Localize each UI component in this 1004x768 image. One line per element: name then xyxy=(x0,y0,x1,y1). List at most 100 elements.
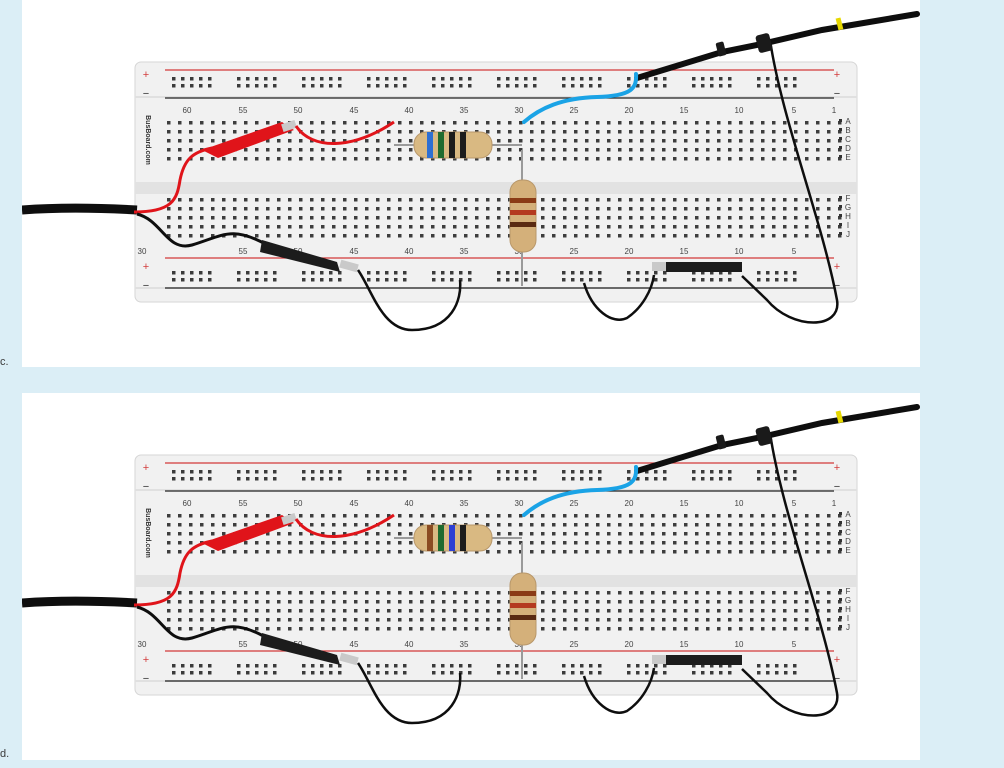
rail-hole xyxy=(329,77,333,81)
breadboard-hole xyxy=(761,225,765,229)
circuit-panel-top: +−+−+−+−60555045403530252015105130555045… xyxy=(22,0,920,367)
rail-hole xyxy=(338,477,342,481)
breadboard-hole xyxy=(376,550,380,554)
row-letter: A xyxy=(845,117,851,126)
breadboard-hole xyxy=(717,121,721,125)
column-number: 15 xyxy=(680,247,689,256)
breadboard-hole xyxy=(211,532,215,536)
breadboard-hole xyxy=(761,600,765,604)
rail-hole xyxy=(506,77,510,81)
column-number: 20 xyxy=(625,640,634,649)
rail-hole xyxy=(524,477,528,481)
breadboard-hole xyxy=(365,216,369,220)
breadboard-hole xyxy=(673,121,677,125)
black-lead xyxy=(136,212,268,248)
resistor-band xyxy=(510,210,536,215)
rail-hole xyxy=(255,671,259,675)
breadboard-hole xyxy=(651,148,655,152)
rail-hole xyxy=(273,470,277,474)
breadboard-hole xyxy=(332,198,336,202)
rail-plus-sign: + xyxy=(143,462,149,474)
rail-minus-sign: − xyxy=(834,280,840,292)
breadboard-hole xyxy=(585,225,589,229)
breadboard-hole xyxy=(321,148,325,152)
breadboard-hole xyxy=(684,234,688,238)
rail-hole xyxy=(394,278,398,282)
breadboard-hole xyxy=(299,216,303,220)
rail-hole xyxy=(506,664,510,668)
breadboard-hole xyxy=(662,609,666,613)
breadboard-hole xyxy=(618,609,622,613)
breadboard-hole xyxy=(563,532,567,536)
breadboard-hole xyxy=(332,121,336,125)
breadboard-hole xyxy=(816,600,820,604)
breadboard-hole xyxy=(299,609,303,613)
breadboard-hole xyxy=(827,139,831,143)
breadboard-hole xyxy=(838,514,842,518)
rail-hole xyxy=(636,271,640,275)
breadboard-hole xyxy=(805,130,809,134)
breadboard-hole xyxy=(508,121,512,125)
breadboard-hole xyxy=(365,234,369,238)
breadboard-hole xyxy=(728,157,732,161)
breadboard-hole xyxy=(574,532,578,536)
rail-hole xyxy=(692,470,696,474)
breadboard-hole xyxy=(321,550,325,554)
breadboard-hole xyxy=(794,121,798,125)
column-number: 25 xyxy=(570,106,579,115)
breadboard-hole xyxy=(508,523,512,527)
breadboard-hole xyxy=(200,157,204,161)
rail-hole xyxy=(627,84,631,88)
rail-hole xyxy=(468,470,472,474)
rail-hole xyxy=(784,470,788,474)
rail-hole xyxy=(255,278,259,282)
breadboard-hole xyxy=(816,591,820,595)
breadboard-hole xyxy=(541,207,545,211)
breadboard-hole xyxy=(574,609,578,613)
breadboard-hole xyxy=(739,225,743,229)
rail-plus-sign: + xyxy=(143,654,149,666)
breadboard-hole xyxy=(640,550,644,554)
breadboard-hole xyxy=(662,216,666,220)
breadboard-hole xyxy=(365,523,369,527)
rail-hole xyxy=(627,477,631,481)
breadboard-hole xyxy=(695,198,699,202)
breadboard-hole xyxy=(497,600,501,604)
breadboard-hole xyxy=(442,627,446,631)
rail-hole xyxy=(311,470,315,474)
breadboard-hole xyxy=(640,148,644,152)
rail-hole xyxy=(710,84,714,88)
breadboard-hole xyxy=(629,216,633,220)
breadboard-hole xyxy=(486,216,490,220)
rail-hole xyxy=(302,470,306,474)
breadboard-hole xyxy=(376,532,380,536)
rail-hole xyxy=(208,671,212,675)
breadboard-hole xyxy=(222,609,226,613)
breadboard-hole xyxy=(398,541,402,545)
breadboard-hole xyxy=(706,609,710,613)
breadboard-hole xyxy=(244,609,248,613)
breadboard-hole xyxy=(299,157,303,161)
breadboard-hole xyxy=(662,523,666,527)
rail-hole xyxy=(208,477,212,481)
column-number: 60 xyxy=(183,106,192,115)
row-marker-dot xyxy=(839,539,842,542)
rail-hole xyxy=(273,84,277,88)
rail-hole xyxy=(793,278,797,282)
rail-hole xyxy=(172,664,176,668)
breadboard-hole xyxy=(772,216,776,220)
rail-hole xyxy=(190,671,194,675)
rail-hole xyxy=(701,77,705,81)
breadboard-hole xyxy=(750,514,754,518)
breadboard-hole xyxy=(662,207,666,211)
breadboard-hole xyxy=(596,148,600,152)
rail-hole xyxy=(562,671,566,675)
breadboard-hole xyxy=(530,550,534,554)
rail-hole xyxy=(302,671,306,675)
breadboard-hole xyxy=(266,157,270,161)
breadboard-hole xyxy=(706,523,710,527)
breadboard-hole xyxy=(552,523,556,527)
breadboard-hole xyxy=(629,225,633,229)
breadboard-hole xyxy=(805,514,809,518)
breadboard-hole xyxy=(596,514,600,518)
